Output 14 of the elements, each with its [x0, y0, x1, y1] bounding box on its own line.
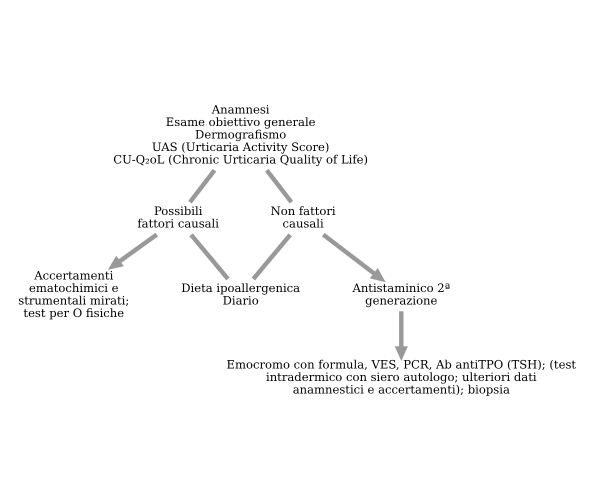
connector — [188, 168, 216, 204]
node-text: Emocromo con formula, VES, PCR, Ab antiTPO (TSH); (test intradermico con siero autologo; ulteriori dati anamnestici e accertamenti); biopsia — [226, 358, 576, 397]
node-text: Antistaminico 2ª generazione — [352, 280, 450, 308]
connector — [189, 233, 230, 280]
connector — [265, 168, 294, 204]
node-text: Anamnesi Esame obiettivo generale Dermografismo UAS (Urticaria Activity Score) CU-Q₂oL (Chronic Urticaria Quality of Life) — [113, 102, 368, 166]
node-text: Possibili fattori causali — [137, 204, 219, 231]
node-text: Non fattori causali — [270, 204, 336, 231]
node-text: Accertamenti ematochimici e strumentali mirati; test per O fisiche — [18, 268, 130, 320]
node-text: Dieta ipoallergenica Diario — [181, 280, 300, 308]
arrow — [108, 232, 158, 270]
arrow — [322, 232, 386, 282]
connector — [252, 233, 292, 280]
arrow — [394, 311, 408, 362]
